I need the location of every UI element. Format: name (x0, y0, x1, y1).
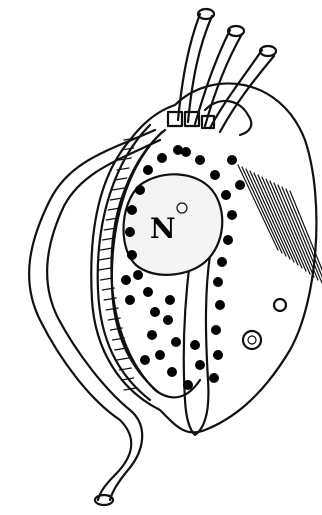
costa-rib (112, 188, 124, 190)
granule (165, 295, 175, 305)
granule (121, 275, 131, 285)
granule (147, 330, 157, 340)
granule (227, 155, 237, 165)
granule (135, 185, 145, 195)
nucleus-label: N (150, 212, 176, 245)
granule (227, 210, 237, 220)
granule (163, 315, 173, 325)
granule (190, 340, 200, 350)
flagellum-2b (205, 34, 242, 126)
granule (150, 307, 160, 317)
granule (209, 373, 219, 383)
granule (213, 350, 223, 360)
granule (140, 355, 150, 365)
costa-rib (99, 268, 111, 270)
granule (195, 360, 205, 370)
granule (213, 277, 223, 287)
granule (167, 367, 177, 377)
granule (155, 350, 165, 360)
granule (143, 165, 153, 175)
granule (181, 147, 191, 157)
granule (127, 205, 137, 215)
granule (133, 270, 143, 280)
trailing-flagellum (29, 130, 155, 500)
costa-rib (99, 258, 111, 260)
granule (235, 180, 245, 190)
granule (125, 227, 135, 237)
parabasal-body (238, 165, 322, 289)
granule (127, 250, 137, 260)
vacuole-2 (274, 299, 286, 311)
vacuole-1-core (248, 336, 256, 344)
granule (183, 380, 193, 390)
granule (221, 190, 231, 200)
granule (223, 235, 233, 245)
granule (125, 295, 135, 305)
costa-rib (101, 248, 113, 250)
granule (171, 337, 181, 347)
basal-body-1 (168, 112, 182, 126)
vacuole-1 (243, 331, 261, 349)
striation-line (254, 173, 294, 262)
costa-rib (117, 358, 129, 360)
flagellum-2 (195, 30, 230, 124)
granule (211, 325, 221, 335)
granule (210, 170, 220, 180)
granule (195, 155, 205, 165)
granule (217, 257, 227, 267)
granule (157, 153, 167, 163)
granule (143, 287, 153, 297)
granule (215, 300, 225, 310)
